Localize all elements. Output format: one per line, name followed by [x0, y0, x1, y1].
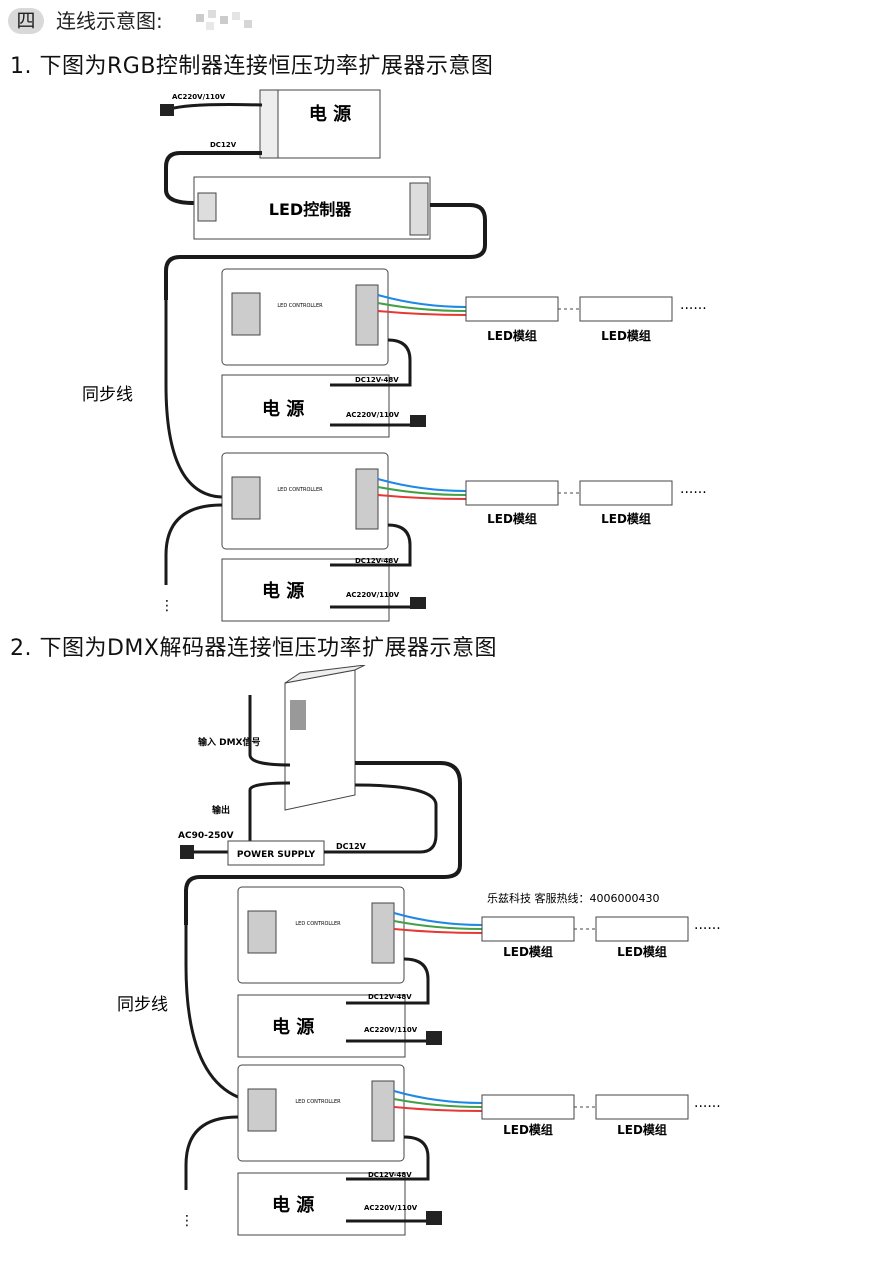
ps2-label: 电 源 — [262, 580, 304, 602]
amplifier-1: LED CONTROLLER — [221, 268, 389, 366]
header-decoration — [196, 10, 252, 30]
psu-dc-label: DC12V — [336, 842, 367, 851]
led-module-label: LED模组 — [503, 1122, 553, 1137]
ps1-ac-label: AC220V/110V — [346, 411, 400, 419]
section2-diagram: 输入 DMX信号 输出 AC90-250V POWER SUPPLY DC12V… — [117, 665, 721, 1236]
section2-title: 2. 下图为DMX解码器连接恒压功率扩展器示意图 — [10, 636, 497, 661]
ps4-dc-label: DC12V-48V — [368, 1171, 412, 1179]
amp1-label: LED CONTROLLER — [277, 303, 323, 309]
controller-label: LED控制器 — [269, 200, 352, 219]
plug-icon — [426, 1211, 442, 1225]
ps3-label: 电 源 — [272, 1016, 314, 1038]
dmx-decoder — [284, 665, 366, 811]
ps4-label: 电 源 — [272, 1194, 314, 1216]
ps4-ac-label: AC220V/110V — [364, 1204, 418, 1212]
led-module-label: LED模组 — [487, 511, 537, 526]
amp4-label: LED CONTROLLER — [295, 1099, 341, 1105]
led-module-label: LED模组 — [617, 1122, 667, 1137]
plug-icon — [410, 597, 426, 609]
section1-title: 1. 下图为RGB控制器连接恒压功率扩展器示意图 — [10, 54, 494, 79]
led-controller: LED控制器 — [193, 176, 431, 240]
ps3-ac-label: AC220V/110V — [364, 1026, 418, 1034]
svg-text:······: ······ — [694, 1099, 721, 1115]
ps2-ac-label: AC220V/110V — [346, 591, 400, 599]
top-ps-label: 电 源 — [309, 103, 351, 125]
plug-icon — [180, 845, 194, 859]
svg-text:······: ······ — [680, 485, 707, 501]
sync-line-label: 同步线 — [82, 385, 133, 405]
led-module-label: LED模组 — [601, 328, 651, 343]
led-module-label: LED模组 — [487, 328, 537, 343]
led-module-label: LED模组 — [601, 511, 651, 526]
svg-text:······: ······ — [680, 301, 707, 317]
hotline-text: 乐兹科技 客服热线：4006000430 — [487, 891, 659, 905]
plug-icon — [426, 1031, 442, 1045]
plug-icon — [160, 104, 174, 116]
continuation-dots: ⋮ — [180, 1213, 194, 1229]
top-power-supply: 电 源 — [259, 89, 381, 159]
led-module-label: LED模组 — [503, 944, 553, 959]
section1-diagram: 电 源 AC220V/110V DC12V LED控制器 LED CONTROL… — [82, 89, 707, 622]
top-ps-dc-label: DC12V — [210, 141, 237, 149]
svg-text:······: ······ — [694, 921, 721, 937]
ps1-label: 电 源 — [262, 398, 304, 420]
ps3-dc-label: DC12V-48V — [368, 993, 412, 1001]
dmx-out-label: 输出 — [212, 804, 230, 816]
psu-ac-label: AC90-250V — [178, 831, 234, 841]
dmx-in-label: 输入 DMX信号 — [198, 736, 261, 748]
amp2-label: LED CONTROLLER — [277, 487, 323, 493]
led-module-row-2: ······ — [465, 480, 707, 506]
amp3-label: LED CONTROLLER — [295, 921, 341, 927]
sync-line-label-2: 同步线 — [117, 995, 168, 1015]
led-module-row-4: ······ — [481, 1094, 721, 1120]
amplifier-3: LED CONTROLLER — [237, 886, 405, 984]
psu-label: POWER SUPPLY — [237, 850, 316, 860]
ps2-dc-label: DC12V-48V — [355, 557, 399, 565]
led-module-row-3: ······ — [481, 916, 721, 942]
amplifier-4: LED CONTROLLER — [237, 1064, 405, 1162]
plug-icon — [410, 415, 426, 427]
amplifier-2: LED CONTROLLER — [221, 452, 389, 550]
section-number-badge: 四 — [8, 8, 44, 34]
top-ps-ac-label: AC220V/110V — [172, 93, 226, 101]
continuation-dots: ⋮ — [160, 598, 174, 614]
led-module-label: LED模组 — [617, 944, 667, 959]
led-module-row-1: ······ — [465, 296, 707, 322]
ps1-dc-label: DC12V-48V — [355, 376, 399, 384]
page-title: 连线示意图: — [56, 9, 163, 33]
